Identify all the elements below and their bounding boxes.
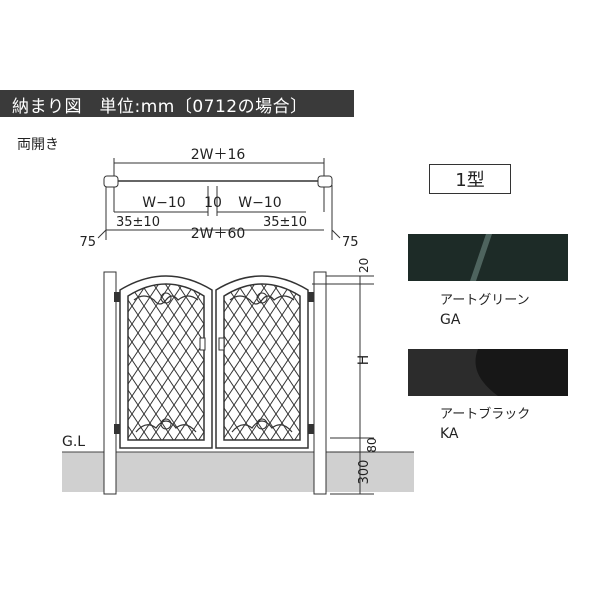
dim-embed-depth: 300 <box>357 460 372 485</box>
dim-right-post: 75 <box>342 235 359 250</box>
swatch-name-green: アートグリーン <box>440 293 530 308</box>
ground-area <box>62 452 414 492</box>
ground-label: G.L <box>62 434 85 450</box>
dim-left-leaf: W−10 <box>142 195 185 211</box>
dim-top-clearance: 20 <box>357 258 371 273</box>
header-title: 納まり図 単位:mm〔0712の場合〕 <box>12 97 308 117</box>
right-gate-leaf <box>215 275 309 449</box>
dim-overall-bottom: 2W＋60 <box>191 226 246 242</box>
left-post <box>103 271 117 495</box>
dim-right-offset: 35±10 <box>263 215 307 230</box>
right-post-cap <box>317 175 333 188</box>
dim-left-post: 75 <box>79 235 96 250</box>
header-bar: 納まり図 単位:mm〔0712の場合〕 <box>0 90 354 117</box>
dim-center-gap: 10 <box>204 195 222 211</box>
dim-height: H <box>356 355 372 366</box>
model-label: 1型 <box>429 164 511 194</box>
subtitle: 両開き <box>17 137 59 153</box>
left-post-cap <box>103 175 119 188</box>
right-handle <box>218 337 225 351</box>
right-post <box>313 271 327 495</box>
swatch-code-green: GA <box>440 312 461 328</box>
swatch-art-black <box>408 349 568 396</box>
swatch-art-green <box>408 234 568 281</box>
swatch-code-black: KA <box>440 426 459 442</box>
dim-overall-top: 2W＋16 <box>191 147 246 163</box>
dim-left-offset: 35±10 <box>116 215 160 230</box>
left-gate-leaf <box>119 275 213 449</box>
left-handle <box>199 337 206 351</box>
vertical-dimensions <box>312 275 374 495</box>
dim-right-leaf: W−10 <box>238 195 281 211</box>
swatch-name-black: アートブラック <box>440 407 531 422</box>
dim-bottom-clearance: 80 <box>365 437 379 452</box>
